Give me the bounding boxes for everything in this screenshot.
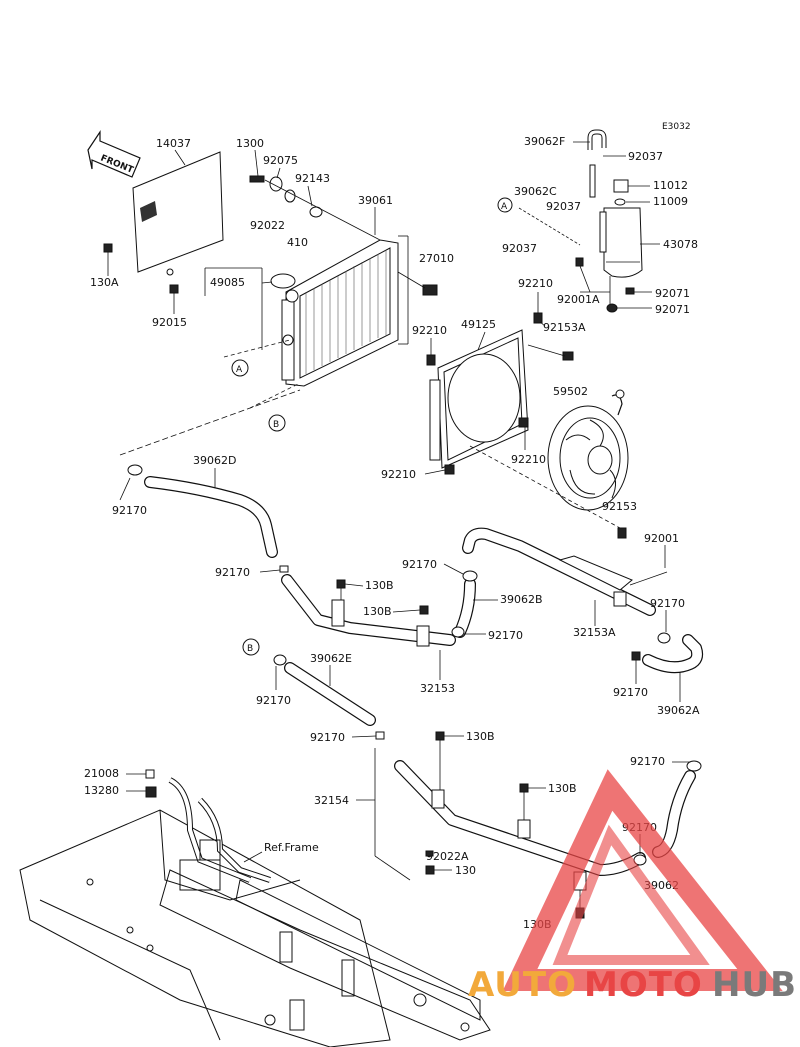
label-410: 410 — [287, 236, 308, 249]
watermark-hub: HUB — [712, 965, 797, 1005]
fan-switch-27010 — [397, 271, 438, 296]
label-92170-h: 92170 — [310, 731, 345, 744]
fan-shroud-49125 — [429, 329, 529, 469]
marker-b-lower-label: B — [247, 644, 253, 654]
label-13280: 13280 — [84, 784, 119, 797]
label-11012: 11012 — [653, 179, 688, 192]
ref-frame-label: Ref.Frame — [264, 841, 319, 854]
label-92037-b: 92037 — [546, 200, 581, 213]
reservoir-cap-11012 — [613, 179, 650, 206]
label-39062f: 39062F — [524, 135, 565, 148]
hose-39062e — [284, 662, 376, 726]
label-92170-g: 92170 — [613, 686, 648, 699]
label-92170-e: 92170 — [650, 597, 685, 610]
label-39062e: 39062E — [310, 652, 352, 665]
label-21008: 21008 — [84, 767, 119, 780]
label-92170-b: 92170 — [215, 566, 250, 579]
label-130b-a: 130B — [365, 579, 394, 592]
label-130: 130 — [455, 864, 476, 877]
label-92001a: 92001A — [557, 293, 600, 306]
label-49085: 49085 — [210, 276, 245, 289]
label-32153a: 32153A — [573, 626, 616, 639]
label-92037-c: 92037 — [502, 242, 537, 255]
pipe-32153 — [281, 574, 456, 647]
watermark-moto: MOTO — [584, 965, 703, 1005]
label-11009: 11009 — [653, 195, 688, 208]
marker-b-label: B — [273, 420, 279, 430]
label-130b-c: 130B — [466, 730, 495, 743]
label-92210-c: 92210 — [511, 453, 546, 466]
label-130b-d: 130B — [548, 782, 577, 795]
label-130b-b: 130B — [363, 605, 392, 618]
label-92210-d: 92210 — [381, 468, 416, 481]
radiator-cap-49085 — [270, 273, 296, 289]
hose-39062d — [144, 476, 278, 558]
label-49125: 49125 — [461, 318, 496, 331]
label-39062c: 39062C — [514, 185, 557, 198]
label-92022a: 92022A — [426, 850, 469, 863]
marker-a-right — [497, 197, 513, 213]
label-92170-a: 92170 — [112, 504, 147, 517]
label-92075: 92075 — [263, 154, 298, 167]
marker-a-left — [231, 359, 249, 377]
hose-39062a — [642, 634, 704, 674]
label-92001: 92001 — [644, 532, 679, 545]
label-39062b: 39062B — [500, 593, 543, 606]
label-27010: 27010 — [419, 252, 454, 265]
label-92210-a: 92210 — [518, 277, 553, 290]
label-92037-a: 92037 — [628, 150, 663, 163]
radiator-cover-14037 — [132, 151, 224, 276]
label-14037: 14037 — [156, 137, 191, 150]
label-92170-f: 92170 — [256, 694, 291, 707]
pipe-32153a — [462, 527, 656, 616]
label-92153: 92153 — [602, 500, 637, 513]
label-92015: 92015 — [152, 316, 187, 329]
marker-b-left — [268, 414, 286, 432]
label-92170-d: 92170 — [488, 629, 523, 642]
reservoir-hose-39062f — [589, 164, 596, 198]
label-92170-j: 92170 — [630, 755, 665, 768]
label-92022: 92022 — [250, 219, 285, 232]
marker-a-right-label: A — [501, 202, 508, 212]
label-32154: 32154 — [314, 794, 349, 807]
hose-39062b — [454, 578, 476, 638]
label-32153: 32153 — [420, 682, 455, 695]
watermark-auto: AUTO — [468, 965, 577, 1005]
label-39062a: 39062A — [657, 704, 700, 717]
cooling-fan-59502 — [547, 389, 629, 511]
label-92170-c: 92170 — [402, 558, 437, 571]
diagram-code: E3032 — [662, 122, 691, 132]
label-92071-b: 92071 — [655, 303, 690, 316]
radiator-39061 — [281, 239, 399, 387]
automotohub-watermark: AUTO MOTO HUB — [468, 769, 797, 1005]
label-92071-a: 92071 — [655, 287, 690, 300]
label-43078: 43078 — [663, 238, 698, 251]
label-92210-b: 92210 — [412, 324, 447, 337]
label-1300: 1300 — [236, 137, 264, 150]
marker-b-lower — [242, 638, 260, 656]
label-130a: 130A — [90, 276, 119, 289]
vehicle-frame — [19, 777, 491, 1047]
label-39061: 39061 — [358, 194, 393, 207]
label-59502: 59502 — [553, 385, 588, 398]
label-92143: 92143 — [295, 172, 330, 185]
label-92153a: 92153A — [543, 321, 586, 334]
reservoir-tank-43078 — [599, 207, 643, 278]
label-39062d: 39062D — [193, 454, 236, 467]
marker-a-label: A — [236, 365, 243, 375]
front-arrow-icon: FRONT — [87, 130, 141, 178]
